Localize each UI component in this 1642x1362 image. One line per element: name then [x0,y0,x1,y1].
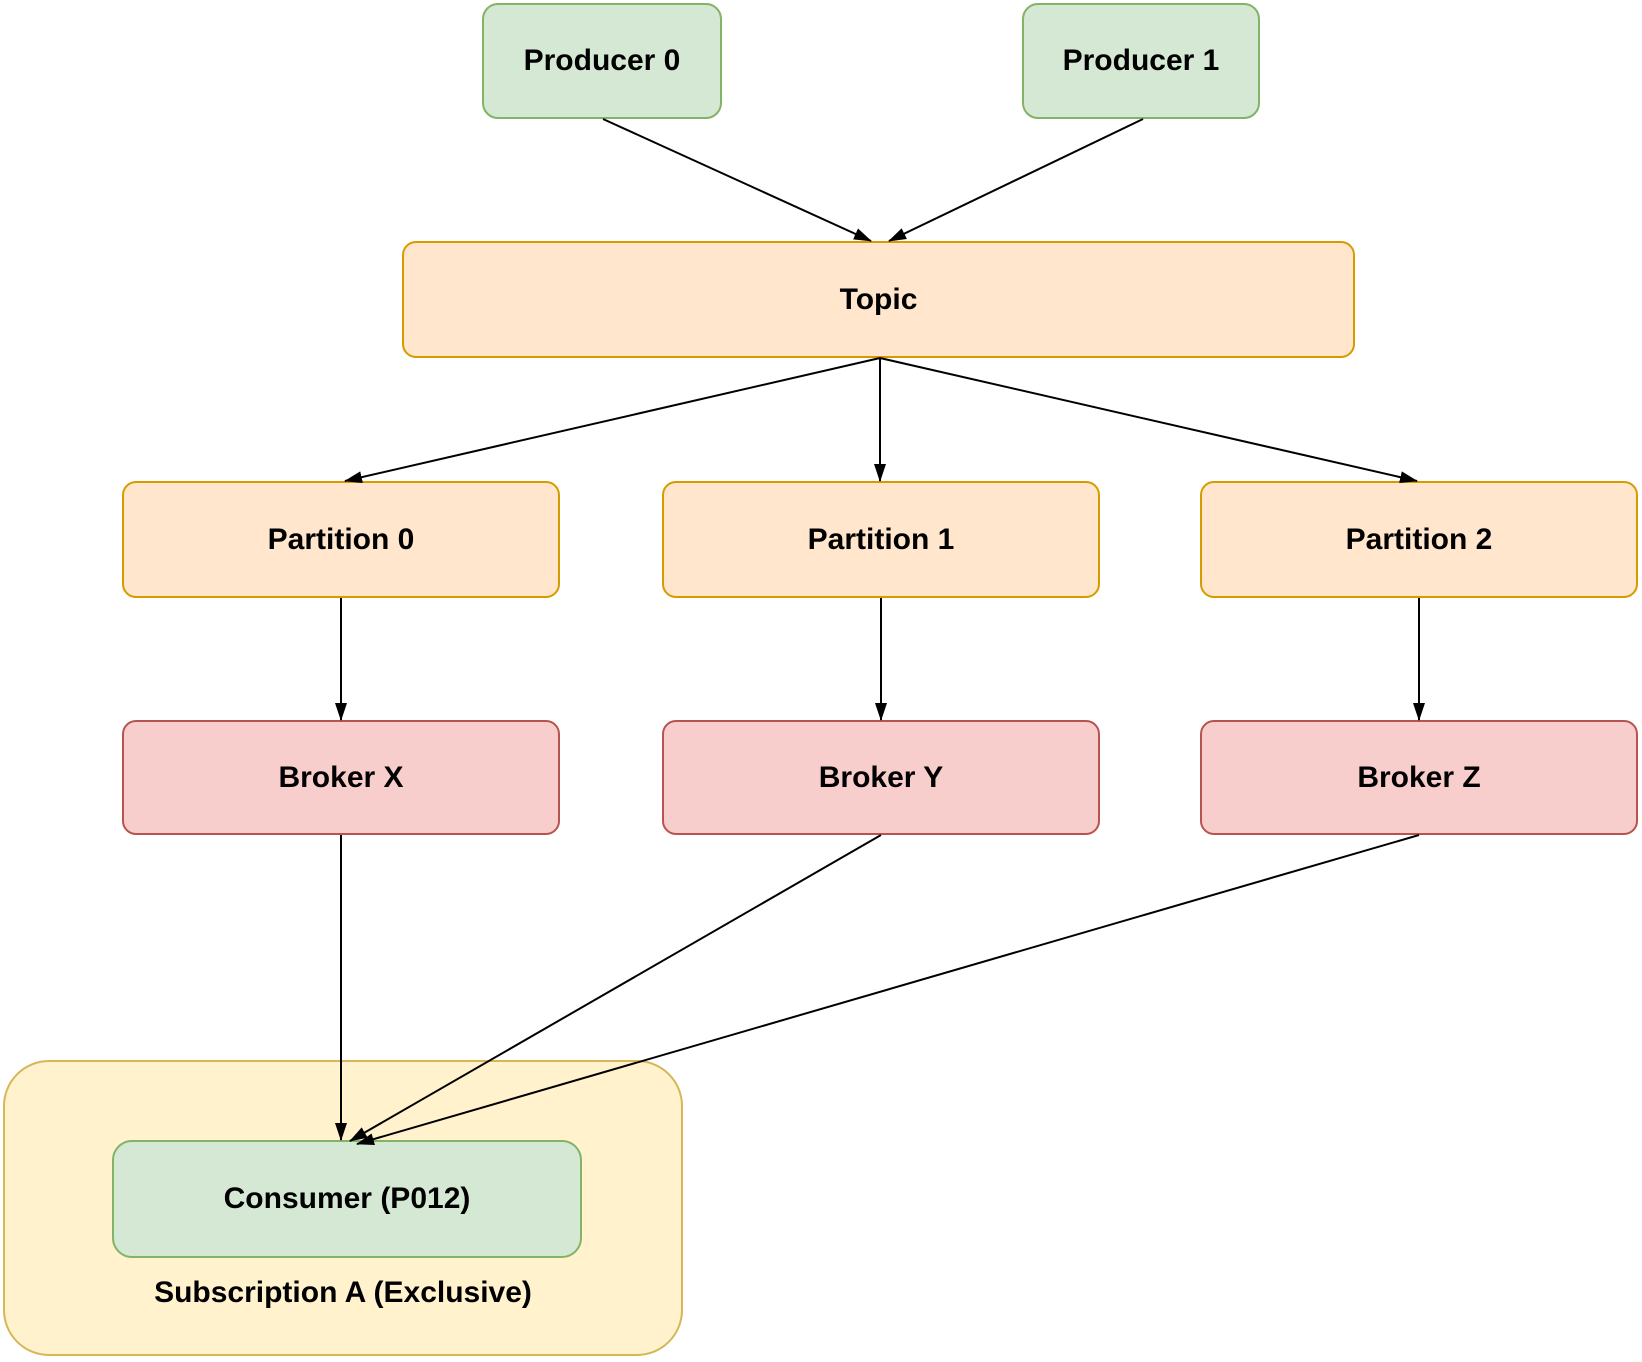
edge-topic-to-partition-0 [344,357,881,484]
node-broker-z-label: Broker Z [1357,760,1481,794]
node-topic: Topic [402,241,1355,358]
node-partition-2-label: Partition 2 [1345,522,1493,556]
node-partition-1-label: Partition 1 [807,522,955,556]
node-broker-x: Broker X [122,720,560,835]
node-partition-0-label: Partition 0 [267,522,415,556]
node-broker-z: Broker Z [1200,720,1638,835]
node-partition-0: Partition 0 [122,481,560,598]
node-topic-label: Topic [839,282,918,316]
node-partition-1: Partition 1 [662,481,1100,598]
node-consumer: Consumer (P012) [112,1140,582,1258]
edge-producer-1-to-topic [888,118,1144,242]
node-producer-0: Producer 0 [482,3,722,119]
node-broker-x-label: Broker X [278,760,404,794]
node-producer-1-label: Producer 1 [1062,44,1220,77]
subscription-label: Subscription A (Exclusive) [154,1276,532,1309]
edge-producer-0-to-topic [602,118,872,242]
node-producer-1: Producer 1 [1022,3,1260,119]
node-broker-y-label: Broker Y [818,760,944,794]
node-broker-y: Broker Y [662,720,1100,835]
node-producer-0-label: Producer 0 [523,44,681,77]
node-consumer-label: Consumer (P012) [223,1182,471,1215]
node-partition-2: Partition 2 [1200,481,1638,598]
edge-topic-to-partition-2 [879,357,1418,484]
